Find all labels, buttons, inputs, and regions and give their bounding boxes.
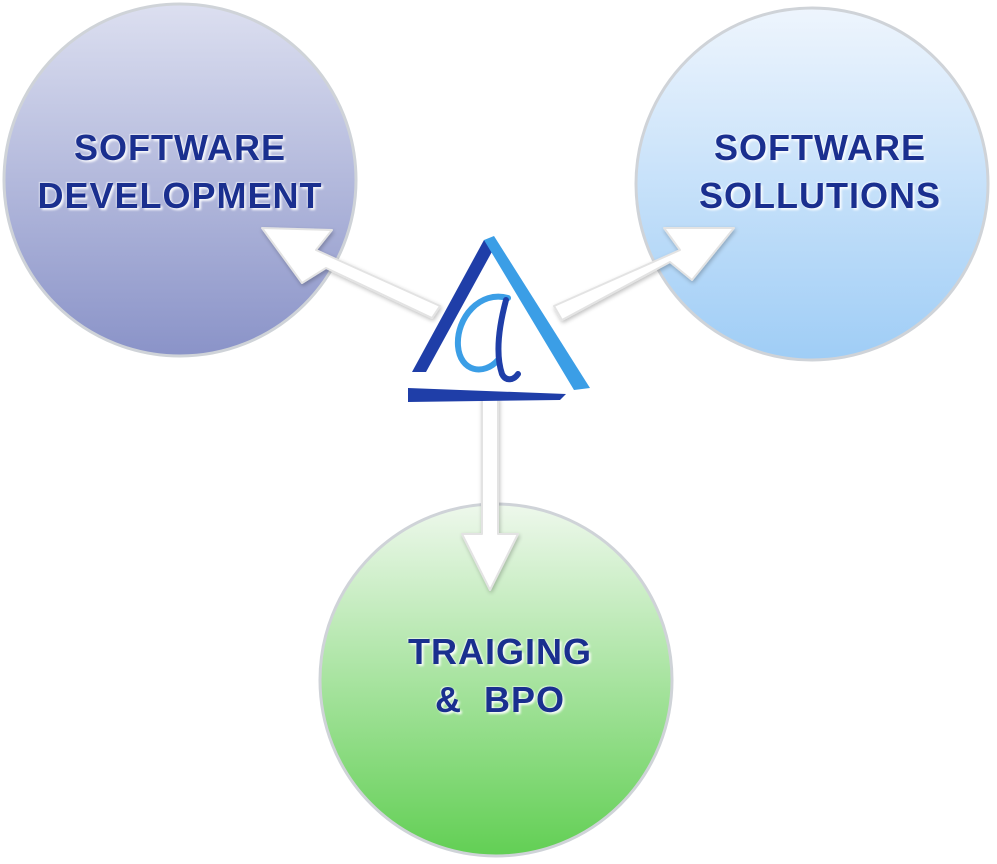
arrow-to-solutions bbox=[553, 227, 735, 321]
label-training-bpo-line2: & BPO bbox=[434, 679, 565, 720]
label-software-solutions-line1: SOFTWARE bbox=[714, 127, 926, 168]
label-software-development-line1: SOFTWARE bbox=[74, 127, 286, 168]
circle-software-solutions bbox=[634, 6, 990, 362]
circle-software-development bbox=[2, 2, 358, 358]
label-training-bpo-line1: TRAIGING bbox=[408, 631, 592, 672]
arrow-to-training bbox=[461, 397, 519, 591]
label-software-development-line2: DEVELOPMENT bbox=[37, 175, 323, 216]
label-software-solutions-line2: SOLLUTIONS bbox=[699, 175, 941, 216]
label-software-development: SOFTWARE DEVELOPMENT bbox=[20, 124, 340, 220]
triangle-at-logo-icon bbox=[408, 236, 590, 402]
label-software-solutions: SOFTWARE SOLLUTIONS bbox=[660, 124, 980, 220]
label-training-bpo: TRAIGING & BPO bbox=[340, 628, 660, 724]
arrow-to-development bbox=[261, 227, 441, 319]
